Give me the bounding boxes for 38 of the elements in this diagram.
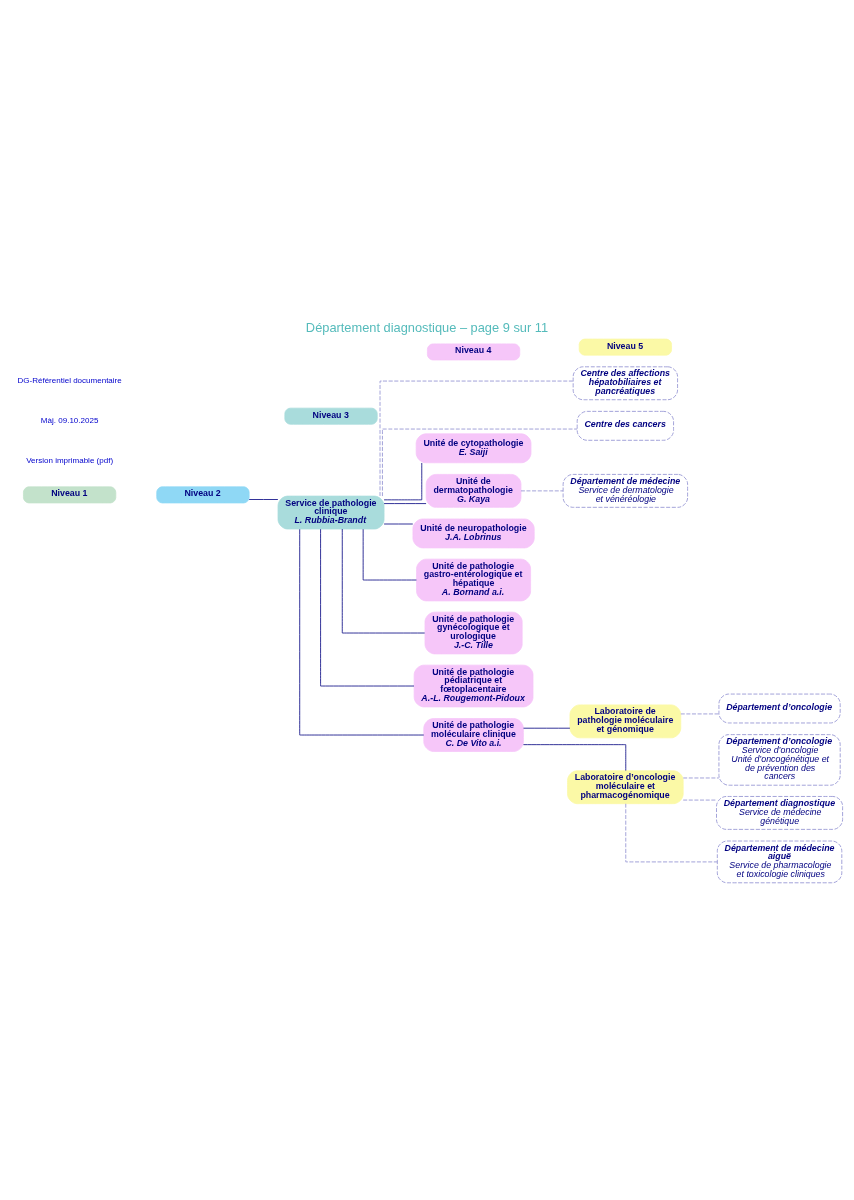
node-box: Unité de pathologie pédiatrique et fœtoplacentaire A.-L. Rougemont-Pidoux bbox=[413, 664, 534, 707]
connector bbox=[248, 498, 279, 500]
connector bbox=[383, 462, 423, 500]
label: DG-Référentiel documentaire bbox=[17, 375, 122, 385]
connector bbox=[520, 490, 564, 491]
connector bbox=[379, 380, 574, 496]
diagram-title: Département diagnostique – page 9 sur 11 bbox=[305, 319, 549, 335]
node-box: Département diagnostique Service de médecine génétique bbox=[716, 795, 843, 830]
connector bbox=[382, 428, 578, 496]
node-box: Service de pathologie clinique L. Rubbia-Brandt bbox=[277, 495, 385, 529]
node-box: Unité de pathologie moléculaire clinique C. De Vito a.i. bbox=[423, 717, 524, 752]
label: Version imprimable (pdf) bbox=[26, 455, 114, 465]
node-box: Centre des affections hépatobiliaires et pancréatiques bbox=[572, 365, 678, 400]
node-box: Département de médecine aiguë Service de pharmacologie et toxicologie cliniques bbox=[716, 840, 843, 883]
node-box: Département d’oncologie Service d’oncologie Unité d’oncogénétique et de prévention des cancers bbox=[718, 733, 841, 786]
node-box: Unité de dermatopathologie G. Kaya bbox=[425, 473, 522, 508]
node-box: Unité de cytopathologie E. Saiji bbox=[415, 432, 532, 463]
node-box: Unité de pathologie gynécologique et urologique J.-C. Tille bbox=[424, 611, 523, 654]
connector bbox=[682, 799, 717, 800]
node-box: Niveau 5 bbox=[578, 338, 672, 356]
connector bbox=[682, 777, 720, 778]
node-box: Niveau 1 bbox=[23, 485, 117, 503]
node-box: Unité de pathologie gastro-entérologique et hépatique A. Bornand a.i. bbox=[416, 558, 531, 601]
node-box: Département de médecine Service de dermatologie et vénéréologie bbox=[562, 473, 688, 508]
node-box: Département d’oncologie bbox=[718, 693, 841, 723]
node-box: Unité de neuropathologie J.A. Lobrinus bbox=[412, 518, 535, 548]
connector bbox=[523, 743, 627, 771]
node-box: Centre des cancers bbox=[576, 410, 674, 441]
node-box: Laboratoire d’oncologie moléculaire et pharmacogénomique bbox=[567, 769, 684, 804]
connector bbox=[680, 713, 720, 714]
connector bbox=[383, 502, 427, 504]
node-box: Niveau 2 bbox=[156, 485, 250, 503]
connector bbox=[320, 528, 415, 686]
node-box: Niveau 4 bbox=[427, 343, 521, 360]
label: Màj. 09.10.2025 bbox=[40, 415, 99, 425]
node-box: Laboratoire de pathologie moléculaire et génomique bbox=[569, 704, 682, 738]
connector bbox=[625, 802, 718, 862]
node-box: Niveau 3 bbox=[284, 407, 378, 425]
